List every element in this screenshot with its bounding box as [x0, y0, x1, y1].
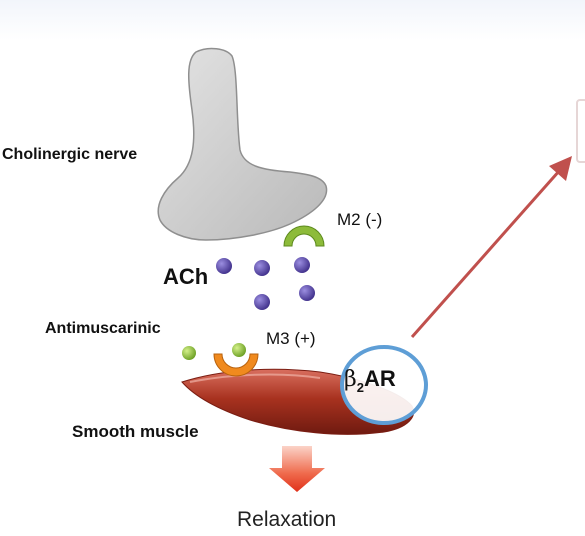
- smooth-muscle-label: Smooth muscle: [72, 422, 199, 441]
- b2ar-ar: AR: [363, 366, 396, 391]
- signal-arrow-head: [549, 156, 572, 181]
- nerve-terminal: [157, 47, 328, 241]
- m3-label: M3 (+): [266, 329, 316, 348]
- signal-arrow-line: [410, 169, 562, 338]
- ach-label: ACh: [163, 264, 209, 289]
- m2-receptor: [283, 225, 325, 247]
- antimuscarinic-molecule: [232, 343, 246, 357]
- b2ar-receptor-ring: [340, 345, 428, 425]
- ach-molecule: [254, 294, 270, 310]
- b2ar-label: β2AR: [344, 366, 396, 395]
- ach-molecule: [294, 257, 310, 273]
- ach-molecule: [299, 285, 315, 301]
- m3-receptor: [213, 353, 259, 377]
- muscle-highlight: [189, 373, 321, 383]
- b2ar-subscript: 2: [356, 380, 364, 395]
- antimuscarinic-molecule: [182, 346, 196, 360]
- relaxation-label: Relaxation: [237, 508, 337, 531]
- ach-molecule: [216, 258, 232, 274]
- offscreen-box-edge: [576, 99, 585, 163]
- antimuscarinic-label: Antimuscarinic: [45, 320, 161, 337]
- relaxation-arrow: [269, 446, 325, 492]
- m2-label: M2 (-): [337, 210, 383, 229]
- ach-molecule: [254, 260, 270, 276]
- cholinergic-nerve-label: Cholinergic nerve: [2, 146, 138, 163]
- b2ar-beta: β: [344, 367, 357, 392]
